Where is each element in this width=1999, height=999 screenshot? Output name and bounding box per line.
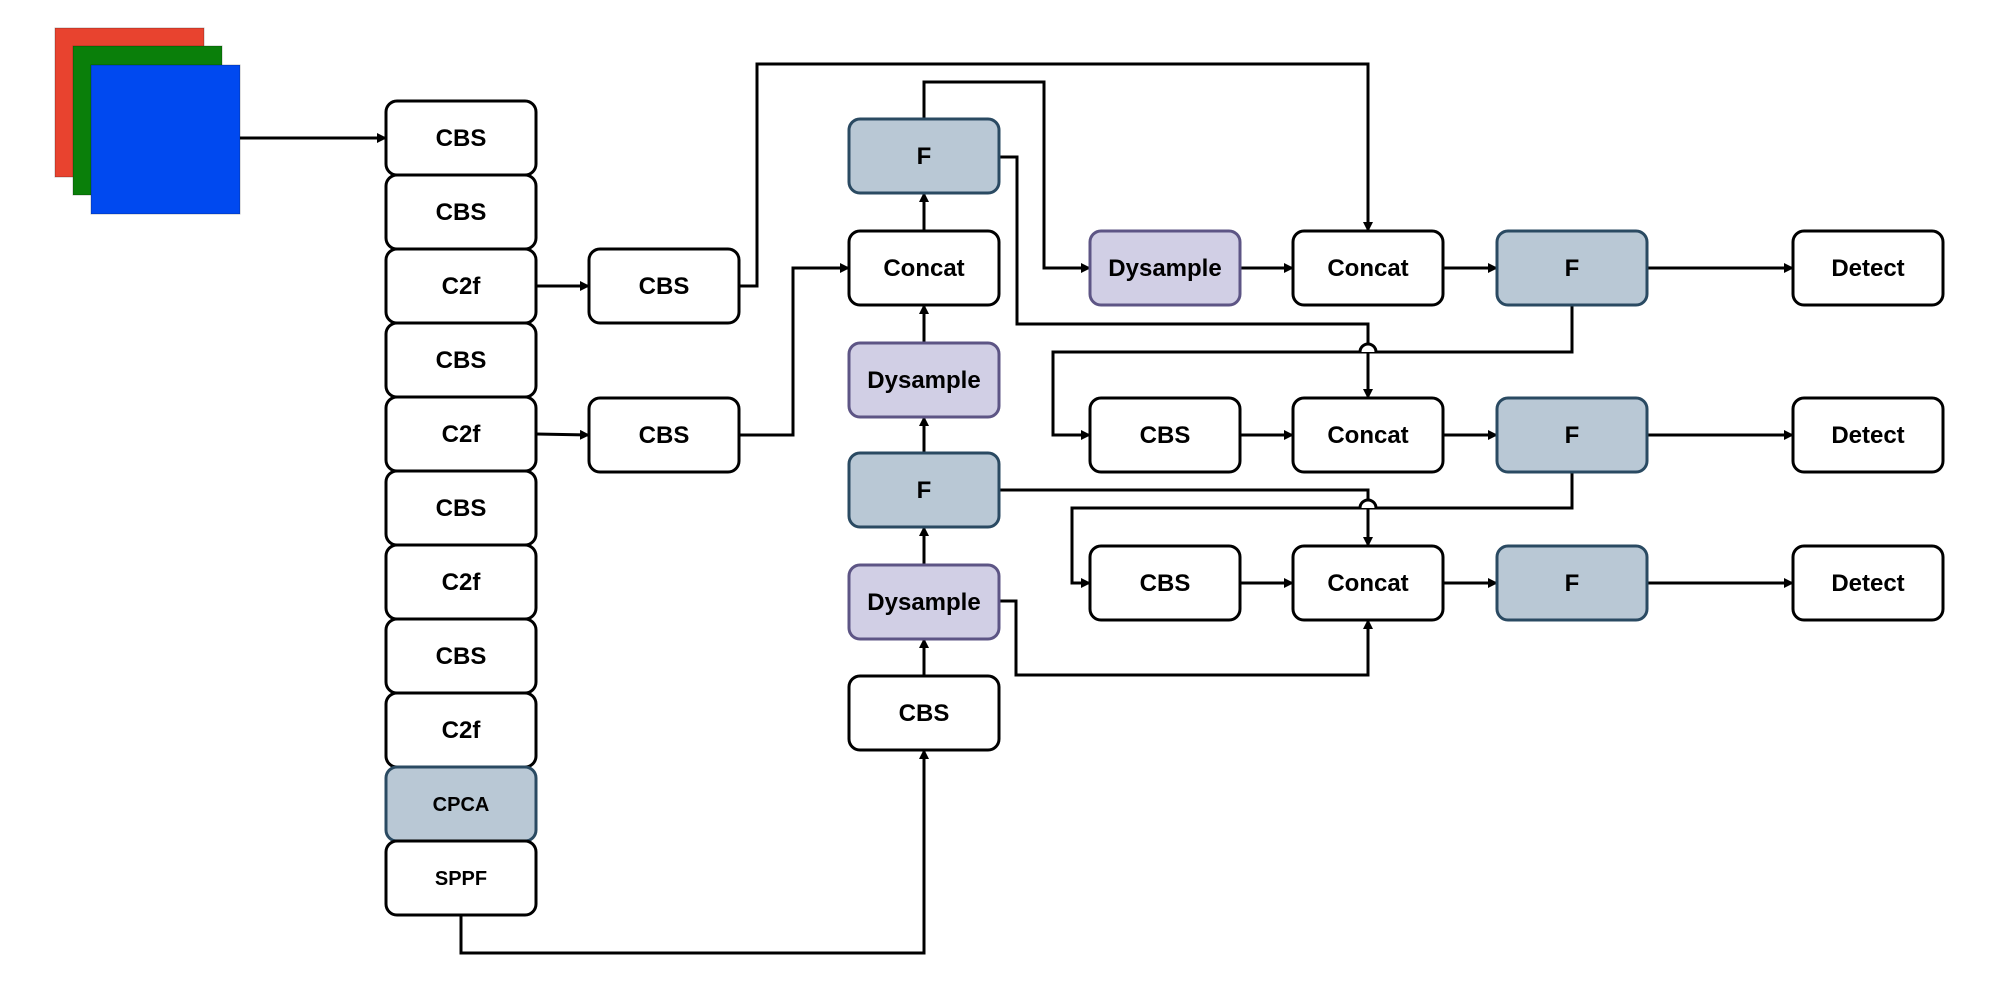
node-box — [1495, 544, 1649, 622]
node-c2f-b6: C2f — [384, 543, 538, 621]
connections — [240, 62, 1794, 955]
node-cbs-s1: CBS — [587, 247, 741, 325]
node-label: Dysample — [1108, 255, 1221, 282]
node-cbs-b3: CBS — [384, 321, 538, 399]
node-f-n_f2: F — [847, 117, 1001, 195]
node-box — [384, 839, 538, 917]
node-label: F — [1565, 255, 1580, 282]
node-cbs-b7: CBS — [384, 617, 538, 695]
edge-f-to-concat-3 — [999, 488, 1373, 547]
node-box — [1088, 229, 1242, 307]
node-c2f-b4: C2f — [384, 395, 538, 473]
node-label: CBS — [899, 700, 950, 727]
node-box — [1495, 396, 1649, 474]
node-box — [1088, 396, 1242, 474]
node-box — [847, 117, 1001, 195]
node-label: CBS — [436, 199, 487, 226]
node-box — [1291, 544, 1445, 622]
node-label: CBS — [1140, 570, 1191, 597]
node-label: Detect — [1831, 422, 1904, 449]
node-concat-n_concat: Concat — [847, 229, 1001, 307]
node-box — [847, 341, 1001, 419]
node-sppf-b10: SPPF — [384, 839, 538, 917]
node-label: Dysample — [867, 367, 980, 394]
node-cbs-b0: CBS — [384, 99, 538, 177]
node-label: C2f — [442, 273, 482, 300]
node-cbs-h_cbs2: CBS — [1088, 396, 1242, 474]
edge-f2-to-cbs-3 — [1070, 472, 1574, 588]
node-concat-h_concat2: Concat — [1291, 396, 1445, 474]
node-f-h_f1: F — [1495, 229, 1649, 307]
node-c2f-b8: C2f — [384, 691, 538, 769]
node-label: F — [1565, 570, 1580, 597]
line-hop-1 — [1358, 342, 1378, 353]
node-box — [847, 674, 1001, 752]
edge-cbs1-to-concat — [739, 62, 1373, 288]
node-dysample-n_dys1: Dysample — [847, 563, 1001, 641]
node-detect-d1: Detect — [1791, 229, 1945, 307]
node-concat-h_concat1: Concat — [1291, 229, 1445, 307]
node-label: C2f — [442, 421, 482, 448]
node-cbs-b5: CBS — [384, 469, 538, 547]
nodes: CBSCBSC2fCBSC2fCBSC2fCBSC2fCPCASPPFCBSCB… — [384, 99, 1945, 917]
node-c2f-b2: C2f — [384, 247, 538, 325]
node-box — [587, 247, 741, 325]
node-label: C2f — [442, 717, 482, 744]
node-detect-d3: Detect — [1791, 544, 1945, 622]
edge-f1-to-cbs-2 — [1051, 305, 1574, 440]
node-dysample-n_dys2: Dysample — [847, 341, 1001, 419]
node-f-h_f2: F — [1495, 396, 1649, 474]
channel-blue — [90, 64, 241, 215]
node-label: CBS — [436, 643, 487, 670]
node-label: Concat — [1327, 255, 1408, 282]
edge-c2f-to-cbs-2 — [535, 429, 590, 440]
node-box — [1791, 229, 1945, 307]
node-box — [1791, 396, 1945, 474]
node-f-h_f3: F — [1495, 544, 1649, 622]
node-cbs-s2: CBS — [587, 396, 741, 474]
node-label: CBS — [436, 495, 487, 522]
node-box — [847, 229, 1001, 307]
node-box — [847, 563, 1001, 641]
node-cpca-b9: CPCA — [384, 765, 538, 843]
node-label: F — [917, 143, 932, 170]
node-label: Detect — [1831, 570, 1904, 597]
node-label: Detect — [1831, 255, 1904, 282]
line-hop-2 — [1358, 498, 1378, 509]
node-label: CBS — [436, 347, 487, 374]
node-label: F — [1565, 422, 1580, 449]
node-box — [847, 451, 1001, 529]
node-box — [1495, 229, 1649, 307]
node-label: Dysample — [867, 589, 980, 616]
node-cbs-h_cbs3: CBS — [1088, 544, 1242, 622]
node-label: F — [917, 477, 932, 504]
input-image — [54, 27, 241, 215]
node-box — [1291, 396, 1445, 474]
node-f-n_f1: F — [847, 451, 1001, 529]
node-box — [587, 396, 741, 474]
node-label: CBS — [639, 273, 690, 300]
node-label: C2f — [442, 569, 482, 596]
node-box — [1791, 544, 1945, 622]
node-label: Concat — [1327, 422, 1408, 449]
node-label: Concat — [1327, 570, 1408, 597]
edge-f-to-dysample-head — [922, 80, 1091, 273]
edge-dysample-to-concat-3 — [999, 599, 1373, 677]
node-box — [1088, 544, 1242, 622]
node-label: SPPF — [435, 868, 487, 890]
node-cbs-n_cbs: CBS — [847, 674, 1001, 752]
node-detect-d2: Detect — [1791, 396, 1945, 474]
edge-sppf-to-cbs — [459, 749, 929, 955]
node-cbs-b1: CBS — [384, 173, 538, 251]
edge-cbs2-to-concat — [739, 263, 850, 437]
node-label: Concat — [883, 255, 964, 282]
node-box — [1291, 229, 1445, 307]
node-label: CBS — [1140, 422, 1191, 449]
node-label: CBS — [639, 422, 690, 449]
node-concat-h_concat3: Concat — [1291, 544, 1445, 622]
node-dysample-h_dys: Dysample — [1088, 229, 1242, 307]
node-label: CBS — [436, 125, 487, 152]
node-label: CPCA — [433, 794, 490, 816]
